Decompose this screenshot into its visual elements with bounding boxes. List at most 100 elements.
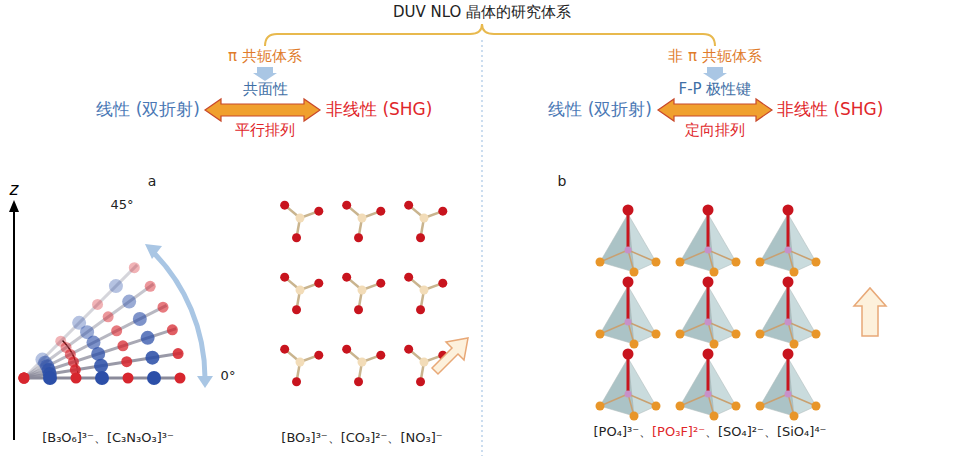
oxygen-atom bbox=[630, 412, 639, 421]
atom bbox=[92, 299, 103, 310]
p-atom bbox=[785, 391, 792, 398]
p-atom bbox=[785, 247, 792, 254]
atom bbox=[94, 359, 108, 373]
oxygen-atom bbox=[676, 258, 685, 267]
oxygen-atom bbox=[630, 268, 639, 277]
center-atom bbox=[296, 286, 305, 295]
bond bbox=[628, 322, 656, 334]
oxygen-atom bbox=[416, 377, 425, 386]
nonlinear-label: 非线性 (SHG) bbox=[777, 100, 883, 120]
bond bbox=[600, 394, 628, 406]
center-atom bbox=[420, 286, 429, 295]
bond bbox=[680, 322, 708, 334]
down-arrow bbox=[703, 67, 727, 81]
tetrahedral-units bbox=[596, 205, 821, 421]
arrow-head bbox=[145, 244, 162, 259]
oxygen-atom bbox=[354, 305, 363, 314]
tetra-face bbox=[680, 358, 714, 416]
bracket bbox=[265, 24, 715, 46]
tetra-face bbox=[760, 286, 794, 344]
oxygen-atom bbox=[376, 207, 385, 216]
bond bbox=[708, 322, 736, 334]
p-f-bond bbox=[707, 358, 710, 394]
bond bbox=[680, 250, 708, 262]
nonlinear-label: 非线性 (SHG) bbox=[326, 100, 432, 120]
formula-label: [PO₄]³⁻、 bbox=[594, 425, 653, 440]
property-label: 共面性 bbox=[243, 81, 288, 98]
branch-label: π 共轭体系 bbox=[228, 48, 302, 65]
oxygen-atom bbox=[630, 340, 639, 349]
center-atom bbox=[296, 358, 305, 367]
p-f-bond bbox=[787, 358, 790, 394]
bond bbox=[760, 322, 788, 334]
bond bbox=[760, 250, 788, 262]
formula-row: [PO₄]³⁻、[PO₃F]²⁻、[SO₄]²⁻、[SiO₄]⁴⁻ bbox=[594, 425, 827, 440]
atom bbox=[43, 371, 57, 385]
atom bbox=[71, 373, 82, 384]
tetra-face bbox=[760, 214, 794, 272]
tetra-face bbox=[600, 286, 634, 344]
branch-label: 非 π 共轭体系 bbox=[668, 48, 762, 65]
p-f-bond bbox=[787, 286, 790, 322]
atom bbox=[19, 373, 30, 384]
atom bbox=[123, 373, 134, 384]
atom bbox=[167, 324, 178, 335]
divider bbox=[481, 40, 482, 456]
p-atom bbox=[705, 391, 712, 398]
oxygen-atom bbox=[596, 330, 605, 339]
title: DUV NLO 晶体的研究体系 bbox=[393, 4, 571, 21]
property-label: 平行排列 bbox=[235, 122, 295, 139]
atom bbox=[147, 371, 161, 385]
oxygen-atom bbox=[652, 258, 661, 267]
atom bbox=[121, 356, 132, 367]
oxygen-atom bbox=[710, 268, 719, 277]
arrow-head bbox=[197, 376, 213, 388]
oxygen-atom bbox=[404, 345, 413, 354]
oxygen-atom bbox=[376, 351, 385, 360]
center-atom bbox=[296, 214, 305, 223]
linear-label: 线性 (双折射) bbox=[548, 100, 652, 120]
tetra-face bbox=[680, 286, 714, 344]
oxygen-atom bbox=[652, 402, 661, 411]
property-label: F-P 极性键 bbox=[679, 81, 752, 98]
oxygen-atom bbox=[292, 305, 301, 314]
bond bbox=[788, 250, 816, 262]
f-atom bbox=[703, 349, 714, 360]
oxygen-atom bbox=[404, 273, 413, 282]
atom bbox=[157, 302, 168, 313]
oxygen-atom bbox=[292, 233, 301, 242]
atom bbox=[129, 262, 140, 273]
property-label: 定向排列 bbox=[685, 122, 745, 139]
atom bbox=[141, 331, 155, 345]
oxygen-atom bbox=[676, 402, 685, 411]
f-atom bbox=[623, 277, 634, 288]
atom bbox=[145, 351, 159, 365]
atom bbox=[109, 279, 123, 293]
atom bbox=[111, 325, 122, 336]
p-atom bbox=[785, 319, 792, 326]
oxygen-atom bbox=[596, 258, 605, 267]
oxygen-atom bbox=[710, 412, 719, 421]
oxygen-atom bbox=[812, 402, 821, 411]
atom bbox=[91, 347, 105, 361]
atom bbox=[173, 348, 184, 359]
atom bbox=[19, 373, 30, 384]
tetra-face bbox=[600, 214, 634, 272]
oxygen-atom bbox=[732, 402, 741, 411]
chain-bond bbox=[24, 284, 153, 378]
bond bbox=[600, 322, 628, 334]
oxygen-atom bbox=[292, 377, 301, 386]
atom bbox=[19, 373, 30, 384]
oxygen-atom bbox=[710, 340, 719, 349]
oxygen-atom bbox=[314, 207, 323, 216]
double-arrow bbox=[205, 99, 320, 121]
oxygen-atom bbox=[342, 273, 351, 282]
oxygen-atom bbox=[438, 279, 447, 288]
bond bbox=[708, 394, 736, 406]
oxygen-atom bbox=[354, 233, 363, 242]
direction-arrow bbox=[432, 338, 468, 374]
atom bbox=[19, 373, 30, 384]
bond bbox=[680, 394, 708, 406]
oxygen-atom bbox=[732, 258, 741, 267]
